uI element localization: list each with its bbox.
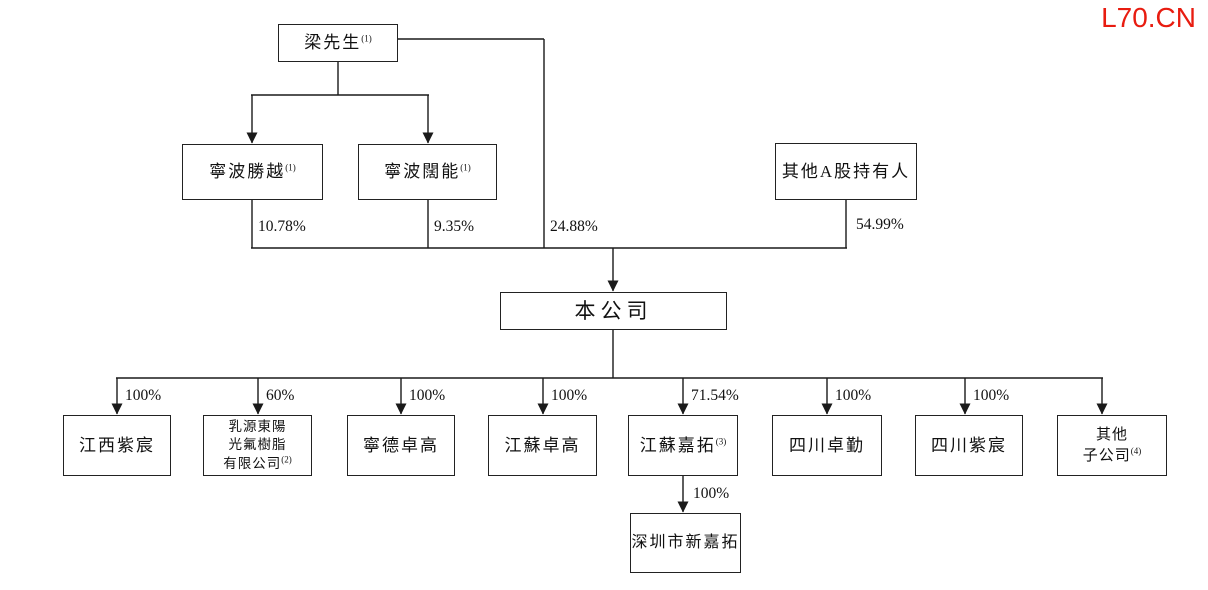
node-mr-liang-label: 梁先生	[304, 33, 362, 53]
node-jiangxi-zichen: 江西紫宸	[63, 415, 171, 476]
node-sichuan-zichen: 四川紫宸	[915, 415, 1023, 476]
node-ruyuan-line3: 有限公司(2)	[223, 454, 292, 471]
node-ruyuan-line2: 光氟樹脂	[228, 437, 287, 453]
ownership-label-jiangsu-jiatuo: 71.54%	[691, 387, 739, 404]
ownership-label-liang-direct: 24.88%	[550, 218, 598, 235]
footnote-sup-1c: (1)	[460, 162, 471, 173]
ownership-label-ruyuan: 60%	[266, 387, 295, 404]
node-jiangsu-jiatuo: 江蘇嘉拓(3)	[628, 415, 738, 476]
footnote-sup-2: (2)	[281, 454, 292, 465]
ownership-label-jiangsu-zhuogao: 100%	[551, 387, 588, 404]
ownership-label-sichuan-zichen: 100%	[973, 387, 1010, 404]
node-the-company: 本公司	[500, 292, 727, 330]
ownership-label-kuoneng: 9.35%	[434, 218, 475, 235]
node-other-subsidiaries-line2: 子公司(4)	[1082, 445, 1142, 464]
ownership-label-sichuan-zhuoqin: 100%	[835, 387, 872, 404]
footnote-sup-3: (3)	[715, 436, 727, 447]
footnote-sup-1b: (1)	[285, 162, 296, 173]
node-shenzhen-xinjiatuo: 深圳市新嘉拓	[630, 513, 741, 573]
node-other-a-share-holders: 其他A股持有人	[775, 143, 917, 200]
node-mr-liang: 梁先生(1)	[278, 24, 398, 62]
node-other-subsidiaries: 其他 子公司(4)	[1057, 415, 1167, 476]
node-ningbo-kuoneng: 寧波闊能(1)	[358, 144, 497, 200]
node-ningde-zhuogao-label: 寧德卓高	[363, 435, 439, 455]
node-shenzhen-xinjiatuo-label: 深圳市新嘉拓	[631, 534, 740, 551]
ownership-label-shenzhen-xinjiatuo: 100%	[693, 485, 730, 502]
node-the-company-label: 本公司	[574, 298, 653, 323]
node-jiangxi-zichen-label: 江西紫宸	[79, 435, 155, 455]
node-ruyuan-dongyangguang-fluororesin: 乳源東陽 光氟樹脂 有限公司(2)	[203, 415, 312, 476]
node-sichuan-zichen-label: 四川紫宸	[931, 435, 1007, 455]
ownership-label-jiangxi-zichen: 100%	[125, 387, 162, 404]
ownership-label-other-a-share: 54.99%	[856, 216, 904, 233]
node-jiangsu-zhuogao: 江蘇卓高	[488, 415, 597, 476]
node-other-subsidiaries-line1: 其他	[1095, 427, 1128, 444]
node-other-a-share-holders-label: 其他A股持有人	[781, 161, 911, 181]
node-ningbo-kuoneng-label: 寧波闊能	[384, 162, 461, 182]
footnote-sup-1: (1)	[361, 33, 372, 44]
node-ruyuan-line1: 乳源東陽	[228, 419, 287, 435]
node-ningbo-shengyue: 寧波勝越(1)	[182, 144, 323, 200]
ownership-label-shengyue: 10.78%	[258, 218, 306, 235]
node-ningde-zhuogao: 寧德卓高	[347, 415, 455, 476]
footnote-sup-4: (4)	[1130, 445, 1142, 456]
node-ningbo-shengyue-label: 寧波勝越	[209, 162, 286, 182]
watermark: L70.CN	[1101, 2, 1196, 33]
node-jiangsu-jiatuo-label: 江蘇嘉拓	[639, 435, 716, 455]
node-jiangsu-zhuogao-label: 江蘇卓高	[504, 435, 581, 455]
node-sichuan-zhuoqin: 四川卓勤	[772, 415, 882, 476]
node-sichuan-zhuoqin-label: 四川卓勤	[789, 435, 865, 455]
ownership-label-ningde-zhuogao: 100%	[409, 387, 446, 404]
